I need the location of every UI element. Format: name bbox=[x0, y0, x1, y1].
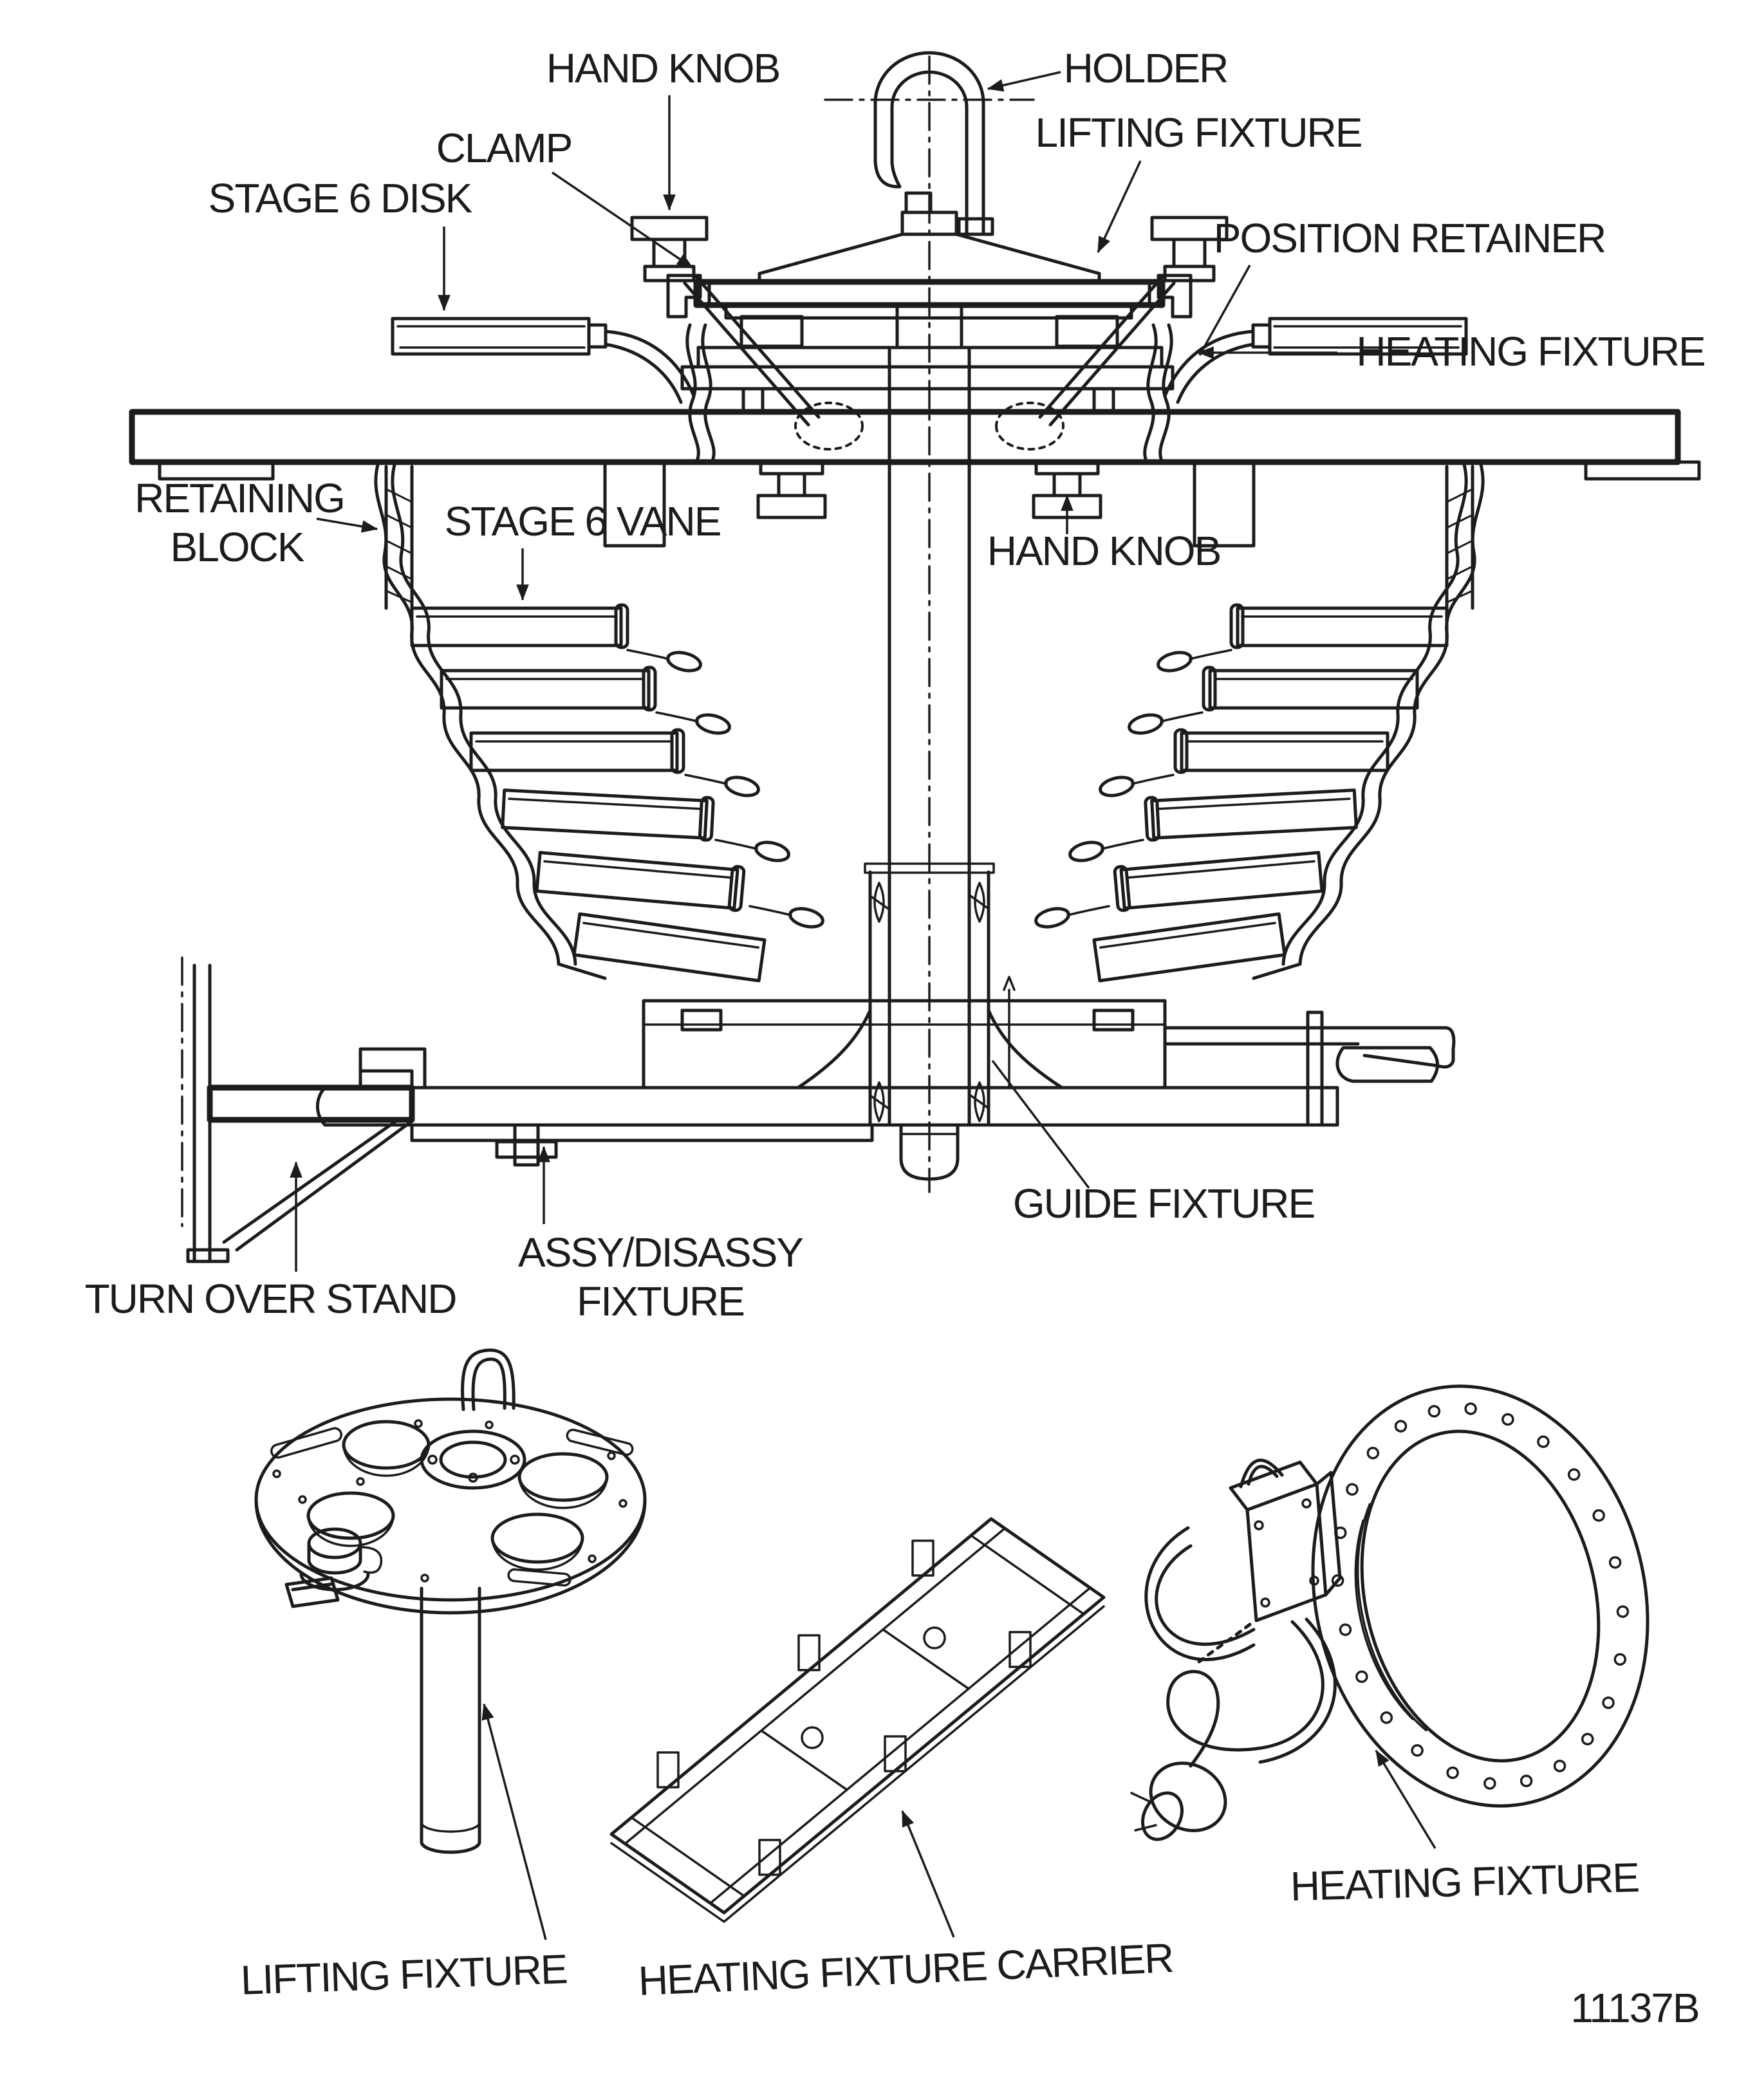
label-block: BLOCK bbox=[171, 524, 304, 570]
main-assembly-drawing bbox=[129, 51, 1699, 1263]
leader-position-retainer bbox=[1198, 265, 1251, 356]
leader-guide-fixture bbox=[991, 1059, 1090, 1189]
lifting-fixture-component-drawing bbox=[254, 1348, 647, 1854]
disk-bolt-holes bbox=[272, 1419, 628, 1583]
label-stage6-vane: STAGE 6 VANE bbox=[445, 498, 721, 544]
label-hand-knob-mid: HAND KNOB bbox=[987, 528, 1221, 574]
label-stage6-disk: STAGE 6 DISK bbox=[209, 175, 472, 221]
label-lifting-fixture-bottom: LIFTING FIXTURE bbox=[240, 1946, 568, 2003]
retaining-block-icon bbox=[384, 465, 414, 610]
label-retaining: RETAINING bbox=[135, 475, 344, 521]
hand-knob-top-icon bbox=[630, 216, 709, 283]
leader-lifting-fixture-bottom bbox=[481, 1703, 547, 1940]
guide-fixture-icon bbox=[796, 862, 1064, 1125]
label-position-retainer: POSITION RETAINER bbox=[1214, 215, 1605, 261]
leader-heating-fixture-carrier bbox=[901, 1810, 955, 1938]
holder-hook-icon bbox=[873, 51, 994, 236]
label-heating-fixture-carrier: HEATING FIXTURE CARRIER bbox=[637, 1935, 1173, 2004]
stage6-disk-icon bbox=[391, 317, 696, 404]
arrow-retaining-block bbox=[316, 517, 378, 533]
arrow-holder bbox=[987, 71, 1061, 92]
turn-over-stand-icon bbox=[181, 956, 415, 1263]
label-clamp: CLAMP bbox=[436, 125, 572, 171]
label-lifting-fixture-top: LIFTING FIXTURE bbox=[1036, 109, 1362, 156]
fixture-shaft bbox=[420, 1586, 481, 1854]
callouts: HAND KNOB HOLDER LIFTING FIXTURE CLAMP S… bbox=[85, 45, 1706, 2031]
heating-fixture-carrier-drawing bbox=[609, 1517, 1106, 1923]
label-turn-over-stand: TURN OVER STAND bbox=[85, 1276, 456, 1322]
plug-icon bbox=[1130, 1761, 1227, 1841]
assy-disassy-fixture-icon bbox=[315, 976, 1456, 1167]
figure-number: 11137B bbox=[1570, 1985, 1698, 2031]
blade-paddles bbox=[626, 649, 824, 929]
center-column bbox=[888, 346, 971, 1181]
position-retainer-icon bbox=[666, 274, 702, 319]
label-holder: HOLDER bbox=[1064, 45, 1228, 91]
heating-fixture-plate bbox=[129, 409, 1681, 465]
power-cord-icon bbox=[1130, 1526, 1337, 1841]
label-assy-disassy-fixture: FIXTURE bbox=[577, 1278, 744, 1324]
heating-fixture-stack bbox=[680, 346, 1175, 414]
label-guide-fixture: GUIDE FIXTURE bbox=[1013, 1180, 1314, 1227]
label-hand-knob-top: HAND KNOB bbox=[546, 45, 780, 91]
carrier-posts bbox=[656, 1539, 1032, 1876]
heating-fixture-drawing bbox=[1130, 1384, 1650, 1841]
vane-casing bbox=[374, 460, 607, 980]
dashed-cutout bbox=[794, 402, 864, 451]
ring-flange-holes bbox=[1331, 1402, 1630, 1790]
disk-slots bbox=[270, 1427, 634, 1587]
label-heating-fixture-side: HEATING FIXTURE bbox=[1356, 328, 1704, 375]
centerline bbox=[824, 55, 1035, 1193]
junction-box-icon bbox=[1229, 1458, 1342, 1622]
arrow-lifting-fixture-top bbox=[1097, 160, 1142, 254]
leader-heating-fixture-bottom bbox=[1375, 1749, 1436, 1849]
label-heating-fixture-bottom: HEATING FIXTURE bbox=[1290, 1854, 1639, 1910]
disk-edge-bracket bbox=[284, 1576, 340, 1608]
arrow-clamp bbox=[552, 171, 694, 269]
stage6-vane-stack bbox=[410, 603, 767, 983]
label-assy-disassy: ASSY/DISASSY bbox=[518, 1229, 803, 1276]
